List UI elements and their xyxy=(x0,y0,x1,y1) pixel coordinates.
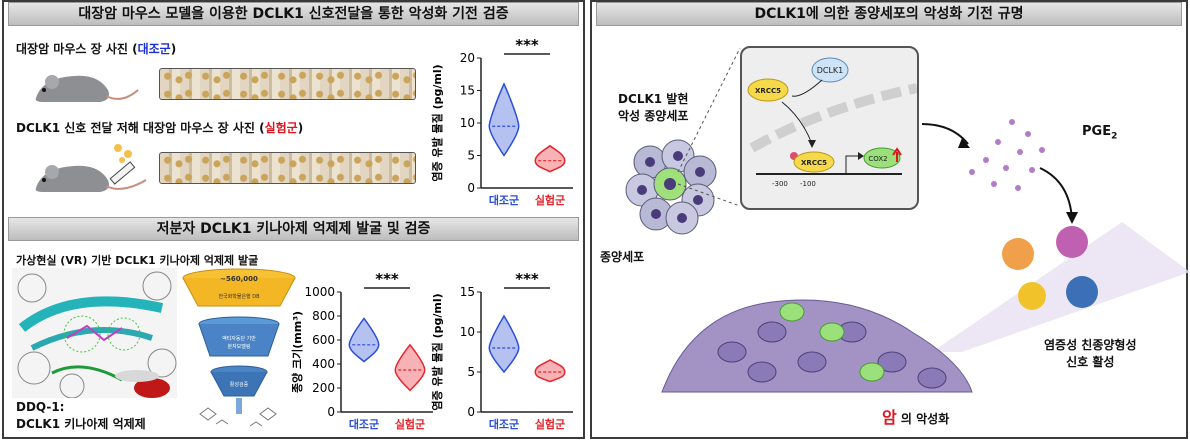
violin-shape xyxy=(534,359,566,383)
funnel-top-label: ~560,000 xyxy=(220,275,258,283)
exp-photo-caption: DCLK1 신호 전달 저해 대장암 마우스 장 사진 (실험군) xyxy=(16,121,304,135)
cancer-label: 암 의 악성화 xyxy=(882,408,950,427)
chart-tumor-size: 종양 크기(mm³) 0 200 400 600 800 1000 대조군 실험군 *** xyxy=(290,270,433,431)
funnel-top-sub: 한국화학물은행 DB xyxy=(218,293,260,300)
mouse-icon xyxy=(35,75,139,102)
compound-desc: DCLK1 키나아제 억제제 xyxy=(16,417,146,431)
left-title-1: 대장암 마우스 모델을 이용한 DCLK1 신호전달을 통한 악성화 기전 검증 xyxy=(8,2,579,26)
x-category-label: 대조군 xyxy=(349,417,379,431)
y-tick-label: 15 xyxy=(460,84,475,98)
control-photo-caption: 대장암 마우스 장 사진 (대조군) xyxy=(16,42,177,56)
left-panel: 대장암 마우스 모델을 이용한 DCLK1 신호전달을 통한 악성화 기전 검증… xyxy=(2,0,585,439)
screening-funnel: ~560,000 한국화학물은행 DB 액티자동단 기반 분자모델링 활성검증 xyxy=(182,268,296,427)
intestine-photo-control xyxy=(159,68,416,100)
violin-shape xyxy=(488,82,520,157)
x-category-label: 실험군 xyxy=(395,417,425,431)
y-tick-label: 200 xyxy=(312,381,335,395)
promoter-100: -100 xyxy=(800,180,816,188)
funnel-mid-label-2: 분자모델링 xyxy=(227,343,250,350)
y-tick-label: 0 xyxy=(467,181,475,195)
violin-shape xyxy=(348,317,380,363)
y-axis-label: 종양 크기(mm³) xyxy=(290,311,304,393)
node-cox2: COX2 xyxy=(868,155,887,163)
promoter-300: -300 xyxy=(772,180,788,188)
tumor-tissue-image xyxy=(661,299,973,393)
y-tick-label: 400 xyxy=(312,357,335,371)
immune-cells-image xyxy=(932,222,1190,352)
x-category-label: 대조군 xyxy=(489,193,519,207)
y-tick-label: 5 xyxy=(467,149,475,163)
x-category-label: 실험군 xyxy=(535,193,565,207)
violin-shape xyxy=(488,314,520,374)
y-axis-label: 염증 유발 물질 (pg/ml) xyxy=(430,293,444,410)
zoom-lines xyxy=(677,47,1078,224)
tumor-cluster-image xyxy=(625,139,717,235)
y-tick-label: 0 xyxy=(327,405,335,419)
node-dclk1: DCLK1 xyxy=(817,66,844,75)
signaling-pathway-diagram: DCLK1 XRCC5 XRCC5 -300 -100 COX2 xyxy=(747,57,917,188)
intestine-photo-exp xyxy=(159,152,416,184)
significance-label: *** xyxy=(375,270,399,288)
right-panel: DCLK1에 의한 종양세포의 악성화 기전 규명 DCLK1 발현 악성 종양… xyxy=(590,0,1190,439)
tumor-cell-label: 종양세포 xyxy=(600,250,645,264)
node-xrcc5-p: XRCC5 xyxy=(801,159,827,167)
significance-label: *** xyxy=(515,270,539,288)
right-title: DCLK1에 의한 종양세포의 악성화 기전 규명 xyxy=(596,2,1182,26)
pge2-molecules xyxy=(969,119,1045,191)
y-tick-label: 0 xyxy=(467,405,475,419)
compound-name: DDQ-1: xyxy=(16,400,65,414)
pge2-label: PGE2 xyxy=(1082,124,1118,142)
y-axis-label: 염증 유발 물질 (pg/ml) xyxy=(430,64,444,181)
injected-mouse-icon xyxy=(35,144,147,192)
y-tick-label: 1000 xyxy=(304,285,335,299)
y-tick-label: 15 xyxy=(460,285,475,299)
violin-shape xyxy=(534,144,566,173)
dclk1-cell-label: DCLK1 발현 악성 종양세포 xyxy=(618,92,689,123)
left-title-2: 저분자 DCLK1 키나아제 억제제 발굴 및 검증 xyxy=(8,217,579,241)
y-tick-label: 600 xyxy=(312,333,335,347)
chart-inflammation-1: 염증 유발 물질 (pg/ml) 0 5 10 15 20 대조군 실험군 *** xyxy=(430,36,573,207)
zoom-inset: DCLK1 XRCC5 XRCC5 -300 -100 COX2 xyxy=(740,46,919,210)
inflammation-label: 염증성 친종양형성 신호 활성 xyxy=(1044,338,1137,369)
y-tick-label: 20 xyxy=(460,51,475,65)
chart-inflammation-2: 염증 유발 물질 (pg/ml) 0 5 10 15 대조군 실험군 *** xyxy=(430,270,573,431)
y-tick-label: 10 xyxy=(460,325,475,339)
x-category-label: 대조군 xyxy=(489,417,519,431)
x-category-label: 실험군 xyxy=(535,417,565,431)
funnel-mid-label: 액티자동단 기반 xyxy=(222,335,256,342)
funnel-bot-label: 활성검증 xyxy=(230,381,249,388)
violin-shape xyxy=(394,343,426,392)
protein-structure-image xyxy=(12,268,177,398)
significance-label: *** xyxy=(515,36,539,54)
y-tick-label: 5 xyxy=(467,365,475,379)
vr-caption: 가상현실 (VR) 기반 DCLK1 키나아제 억제제 발굴 xyxy=(16,254,259,267)
y-tick-label: 800 xyxy=(312,309,335,323)
y-tick-label: 10 xyxy=(460,116,475,130)
node-xrcc5: XRCC5 xyxy=(755,87,781,95)
